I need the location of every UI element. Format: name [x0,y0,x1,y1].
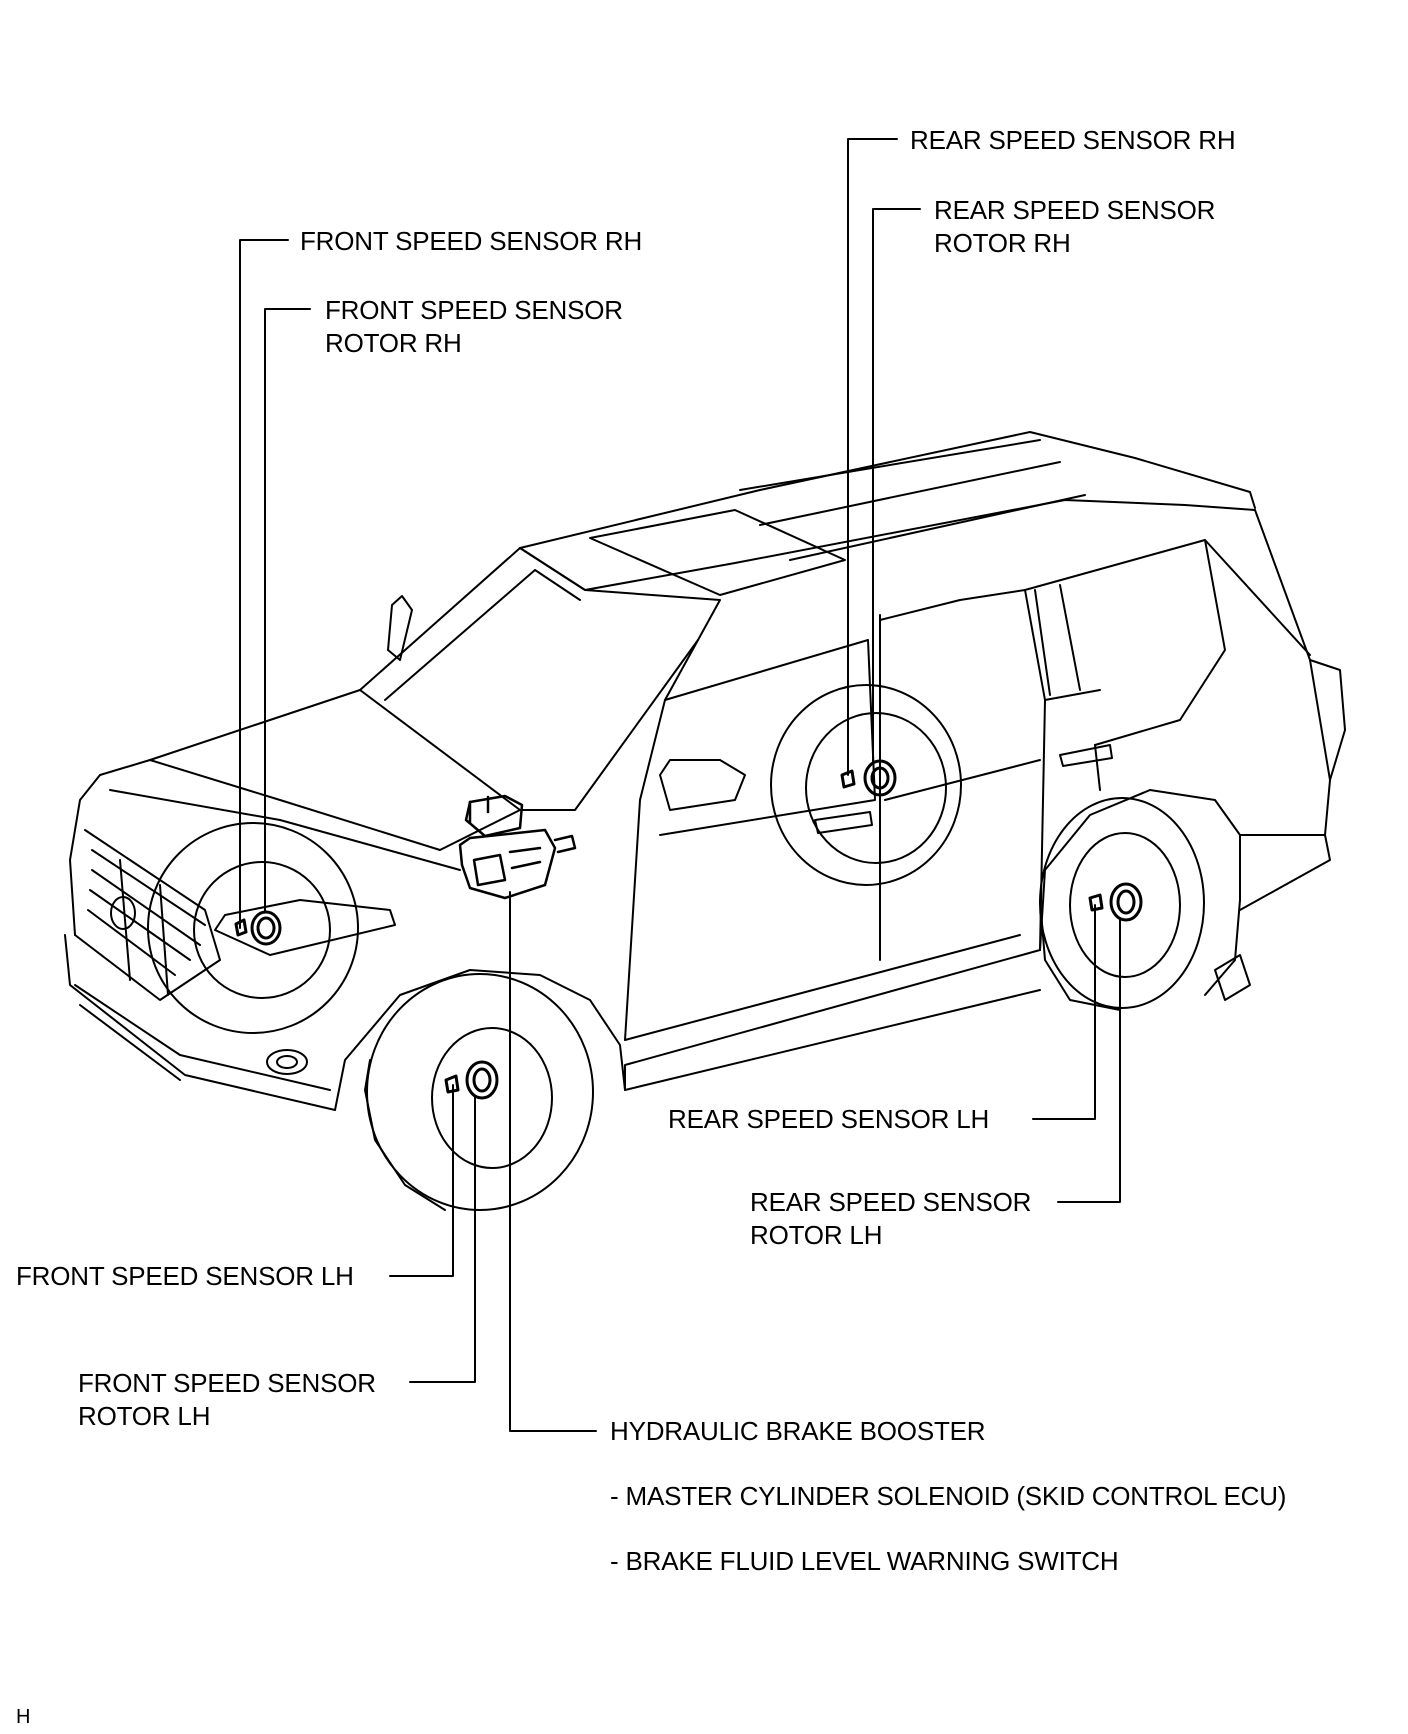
front-right-wheel-ghost [147,822,359,1034]
rear-speed-sensor-rotor-rh-mark [863,759,897,797]
label-brake-fluid-level-warning-switch: - BRAKE FLUID LEVEL WARNING SWITCH [610,1546,1119,1576]
label-front-speed-sensor-rotor-lh-line1: FRONT SPEED SENSOR [78,1368,376,1398]
label-front-speed-sensor-lh: FRONT SPEED SENSOR LH [16,1261,354,1291]
rear-right-wheel-ghost [770,684,962,886]
label-front-speed-sensor-rotor-rh-line1: FRONT SPEED SENSOR [325,295,623,325]
front-speed-sensor-rotor-lh-mark [465,1060,499,1100]
label-rear-speed-sensor-rotor-lh-line2: ROTOR LH [750,1220,883,1250]
front-speed-sensor-rh-mark [234,918,248,937]
label-master-cylinder-solenoid: - MASTER CYLINDER SOLENOID (SKID CONTROL… [610,1481,1287,1511]
label-rear-speed-sensor-rotor-rh-line2: ROTOR RH [934,228,1071,258]
corner-mark: H [16,1706,31,1728]
rear-left-wheel [1039,797,1205,1011]
label-front-speed-sensor-rotor-lh-line2: ROTOR LH [78,1401,211,1431]
label-rear-speed-sensor-rotor-rh-line1: REAR SPEED SENSOR [934,195,1216,225]
label-front-speed-sensor-rh: FRONT SPEED SENSOR RH [300,226,643,256]
rear-speed-sensor-lh-mark [1088,893,1104,912]
label-rear-speed-sensor-rotor-lh-line1: REAR SPEED SENSOR [750,1187,1032,1217]
vehicle-body [64,431,1346,1111]
front-speed-sensor-lh-mark [444,1074,460,1094]
rear-speed-sensor-rotor-lh-mark [1109,882,1143,922]
front-speed-sensor-rotor-rh-mark [250,910,282,946]
label-rear-speed-sensor-rh: REAR SPEED SENSOR RH [910,125,1236,155]
label-front-speed-sensor-rotor-rh-line2: ROTOR RH [325,328,462,358]
front-left-wheel [364,973,594,1211]
label-rear-speed-sensor-lh: REAR SPEED SENSOR LH [668,1104,990,1134]
leader-lines [239,138,1121,1432]
hydraulic-brake-booster-mark [458,794,577,900]
label-hydraulic-brake-booster: HYDRAULIC BRAKE BOOSTER [610,1416,986,1446]
